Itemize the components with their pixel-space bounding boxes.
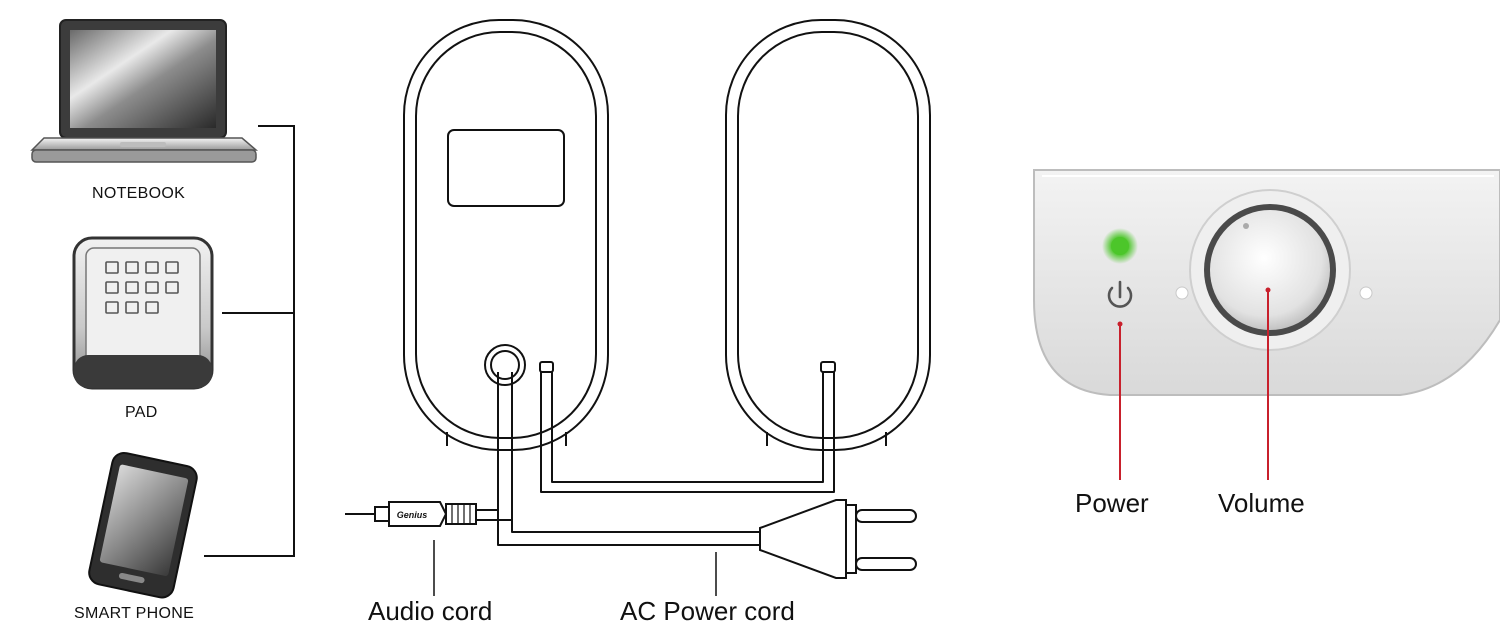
audio-jack-socket [484,344,526,386]
speaker-cables [476,361,836,546]
smart-phone-label: SMART PHONE [74,605,195,622]
pad-icon [72,236,214,390]
panel-callout-lines [1119,290,1269,480]
panel-callout-dots [1117,287,1271,327]
power-button-icon[interactable] [1107,280,1133,308]
notebook-label: NOTEBOOK [92,185,186,202]
audio-plug-icon [345,501,477,527]
power-led-icon [1102,228,1138,264]
volume-knob-icon[interactable] [1175,189,1373,351]
plug-brand-text: Genius [397,510,428,520]
audio-cord-label: Audio cord [368,596,493,626]
device-bracket-lines [204,125,295,557]
right-speaker [725,19,931,451]
ac-power-plug-icon [759,499,917,579]
power-label: Power [1075,488,1149,518]
notebook-icon [30,19,259,163]
ac-power-cord-label: AC Power cord [620,596,795,626]
speaker-callout-lines [433,540,717,596]
smart-phone-icon [88,451,198,599]
left-speaker [403,19,609,451]
pad-label: PAD [125,404,158,421]
volume-label: Volume [1218,488,1305,518]
